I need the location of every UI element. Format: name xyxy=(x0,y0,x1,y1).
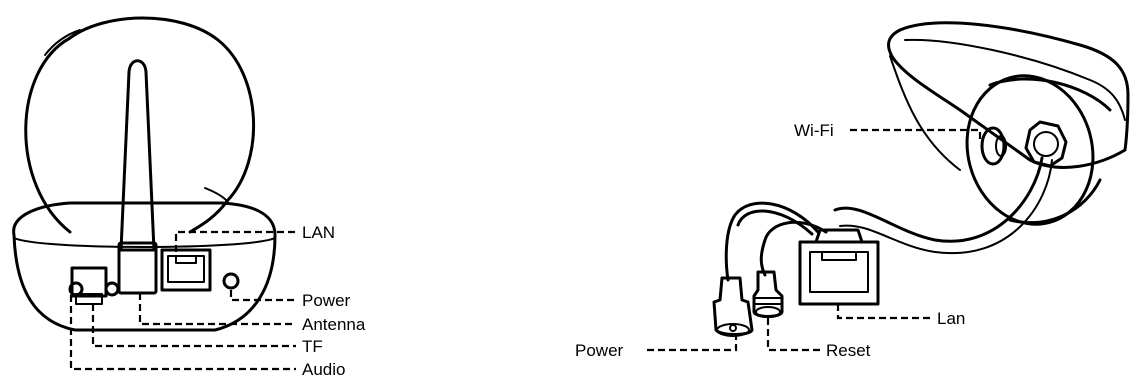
label-power-right: Power xyxy=(575,341,624,360)
antenna-base xyxy=(117,241,158,295)
audio-port xyxy=(68,281,84,297)
label-antenna: Antenna xyxy=(302,315,366,334)
power-leader xyxy=(229,290,296,302)
tf-slot xyxy=(70,266,108,298)
outdoor-camera-illustration xyxy=(712,21,1130,337)
left-callout-lines xyxy=(69,230,296,371)
tf-leader xyxy=(91,304,296,348)
cable-gland xyxy=(1024,120,1068,168)
audio-leader xyxy=(69,295,296,371)
wifi-connector xyxy=(980,126,1006,166)
rear-plate xyxy=(965,74,1095,226)
label-lan: LAN xyxy=(302,223,335,242)
camera-base xyxy=(12,201,277,332)
lan-leader-right xyxy=(836,304,932,320)
power-port xyxy=(222,272,240,290)
wifi-leader xyxy=(850,128,982,140)
label-power: Power xyxy=(302,291,351,310)
reset-leader xyxy=(766,318,822,352)
lan-leader xyxy=(174,230,296,252)
label-reset: Reset xyxy=(826,341,871,360)
camera-head xyxy=(24,16,255,234)
label-tf: TF xyxy=(302,337,323,356)
sun-shield xyxy=(887,21,1130,169)
power-leader-right xyxy=(647,336,738,352)
power-plug xyxy=(712,276,754,336)
indoor-camera-illustration xyxy=(12,16,277,332)
label-lan-right: Lan xyxy=(937,309,965,328)
antenna xyxy=(119,59,156,252)
lan-port xyxy=(160,248,212,292)
antenna-leader xyxy=(138,293,296,326)
label-wifi: Wi-Fi xyxy=(794,121,834,140)
right-callout-lines xyxy=(647,128,982,352)
label-audio: Audio xyxy=(302,360,345,379)
main-cable xyxy=(833,156,1044,243)
